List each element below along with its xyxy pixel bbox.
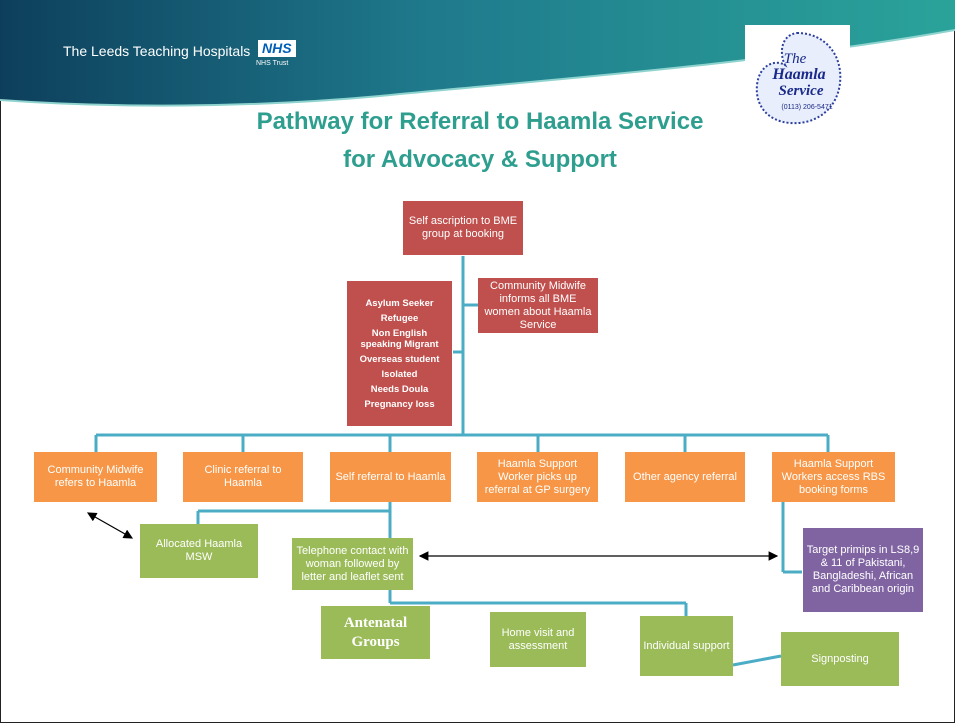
logo-text-phone: (0113) 206-5471 xyxy=(781,104,832,111)
trust-name: The Leeds Teaching Hospitals xyxy=(63,43,251,59)
node-rbs-booking-forms: Haamla Support Workers access RBS bookin… xyxy=(772,452,895,502)
logo-text-haamla: Haamla xyxy=(771,66,825,83)
node-gp-surgery-referral: Haamla Support Worker picks up referral … xyxy=(477,452,598,502)
node-self-referral: Self referral to Haamla xyxy=(330,452,451,502)
logo-text-the: The xyxy=(784,51,807,67)
logo-text-service: Service xyxy=(779,83,824,99)
connector-signposting xyxy=(732,654,782,667)
arrow-midwife-allocated xyxy=(86,512,134,539)
reason-item: Isolated xyxy=(381,368,418,380)
node-community-midwife-refers: Community Midwife refers to Haamla xyxy=(34,452,157,502)
node-allocated-msw: Allocated Haamla MSW xyxy=(140,524,258,578)
page-title: Pathway for Referral to Haamla Service xyxy=(256,108,704,135)
reason-item: Overseas student xyxy=(359,353,440,365)
node-midwife-informs: Community Midwife informs all BME women … xyxy=(478,278,598,333)
haamla-service-logo: The Haamla Service (0113) 206-5471 xyxy=(745,25,850,130)
node-reasons-list: Asylum Seeker Refugee Non English speaki… xyxy=(347,281,452,426)
node-individual-support: Individual support xyxy=(640,616,733,676)
reason-item: Asylum Seeker xyxy=(365,297,434,309)
node-other-agency-referral: Other agency referral xyxy=(625,452,745,502)
node-clinic-referral: Clinic referral to Haamla xyxy=(183,452,303,502)
node-self-ascription: Self ascription to BME group at booking xyxy=(403,201,523,255)
node-telephone-contact: Telephone contact with woman followed by… xyxy=(292,538,413,590)
reason-item: Non English speaking Migrant xyxy=(360,327,439,350)
node-signposting: Signposting xyxy=(781,632,899,686)
node-target-primips: Target primips in LS8,9 & 11 of Pakistan… xyxy=(803,528,923,612)
reason-item: Refugee xyxy=(380,312,419,324)
trust-subtitle: NHS Trust xyxy=(256,60,289,67)
reason-item: Needs Doula xyxy=(370,383,429,395)
page-subtitle: for Advocacy & Support xyxy=(343,146,617,173)
nhs-logo: NHS xyxy=(258,40,296,57)
node-home-visit: Home visit and assessment xyxy=(490,612,586,667)
reason-item: Pregnancy loss xyxy=(364,398,435,410)
node-antenatal-groups: Antenatal Groups xyxy=(321,606,430,659)
